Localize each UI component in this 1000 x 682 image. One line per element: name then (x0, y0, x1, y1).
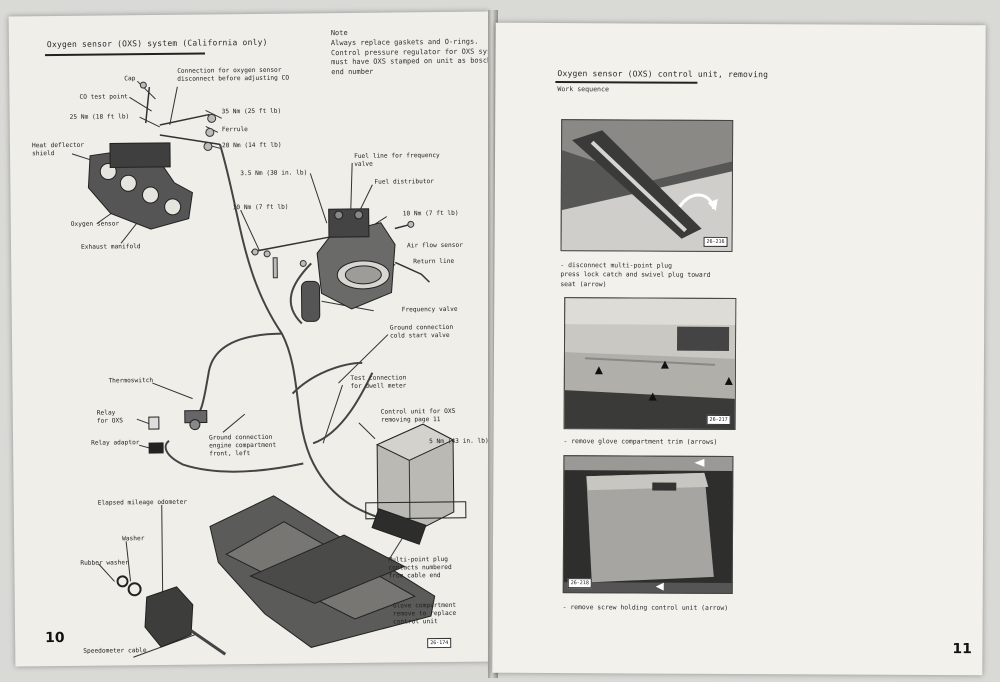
label-heat-deflector-shield: Heat deflector shield (31, 141, 85, 158)
caption-step-2-line-1: - remove glove compartment trim (arrows) (563, 437, 718, 446)
label-torque-35: 35 Nm (25 ft lb) (221, 107, 282, 116)
left-figure-number: 26-174 (427, 637, 452, 649)
label-thermoswitch: Thermoswitch (108, 377, 154, 385)
right-page-number: 11 (952, 641, 972, 658)
label-connection-oxygen-sensor: Connection for oxygen sensor disconnect … (177, 66, 290, 83)
label-control-unit-oxs: Control unit for OXS removing page 11 (380, 407, 456, 424)
caption-step-3: - remove screw holding control unit (arr… (563, 603, 728, 613)
label-air-flow-sensor: Air flow sensor (406, 241, 463, 250)
label-torque-20: 20 Nm (14 ft lb) (221, 141, 282, 150)
label-torque-5: 5 Nm (43 in. lb) (429, 437, 489, 446)
figure-number-step-2: 26-217 (706, 414, 731, 425)
caption-step-1-line-2: press lock catch and swivel plug toward (560, 270, 711, 280)
label-test-connection-dwell: Test connection for dwell meter (350, 374, 407, 390)
label-relay-for-oxs: Relay for OXS (96, 409, 123, 425)
right-page-header: Oxygen sensor (OXS) control unit, removi… (557, 69, 769, 80)
label-fuel-distributor: Fuel distributor (374, 178, 435, 186)
label-frequency-valve: Frequency valve (401, 305, 458, 314)
label-torque-3-5: 3.5 Nm (30 in. lb) (240, 169, 308, 178)
caption-step-2: - remove glove compartment trim (arrows) (563, 437, 717, 447)
label-speedometer-cable: Speedometer cable (83, 647, 147, 655)
caption-step-3-line-1: - remove screw holding control unit (arr… (562, 603, 729, 612)
photo-step-1-illustration (561, 120, 734, 252)
figure-number-step-3: 26-218 (567, 578, 592, 589)
label-torque-10-left: 10 Nm (7 ft lb) (232, 203, 289, 212)
photo-step-3: 26-218 (562, 455, 734, 594)
label-oxygen-sensor: Oxygen sensor (70, 220, 120, 228)
label-torque-25: 25 Nm (18 ft lb) (69, 113, 130, 121)
label-elapsed-mileage-odometer: Elapsed mileage odometer (97, 498, 188, 507)
label-rubber-washer: Rubber washer (80, 559, 129, 567)
label-glove-compartment: Glove compartment remove to replace cont… (392, 601, 457, 626)
right-header-underline (555, 81, 698, 84)
label-multi-point-plug: Multi-point plug contacts numbered from … (388, 555, 452, 580)
label-washer: Washer (122, 535, 145, 543)
label-cap: Cap (124, 75, 136, 83)
photo-step-2: 26-217 (563, 297, 737, 430)
label-exhaust-manifold: Exhaust manifold (80, 243, 141, 251)
photo-step-3-illustration (563, 456, 734, 594)
label-ground-connection-cold-start: Ground connection cold start valve (389, 323, 454, 340)
caption-step-1: - disconnect multi-point plug press lock… (560, 261, 710, 290)
work-sequence-label: Work sequence (557, 85, 609, 94)
label-co-test-point: CO test point (79, 93, 128, 101)
label-ground-connection-engine: Ground connection engine compartment fro… (208, 433, 277, 457)
figure-number-step-1: 26-216 (703, 236, 728, 247)
left-page: Oxygen sensor (OXS) system (California o… (8, 11, 496, 667)
label-ferrule: Ferrule (221, 126, 248, 134)
book-spine (488, 10, 498, 678)
right-page: Oxygen sensor (OXS) control unit, removi… (492, 22, 986, 676)
exploded-view-diagram (71, 80, 467, 658)
photo-step-2-illustration (564, 298, 737, 430)
label-torque-10-right: 10 Nm (7 ft lb) (402, 209, 459, 218)
left-page-number: 10 (45, 629, 65, 647)
label-return-line: Return line (413, 257, 455, 266)
label-relay-adaptor: Relay adaptor (91, 439, 140, 447)
caption-step-1-line-3: seat (arrow) (560, 279, 607, 288)
photo-step-1: 26-216 (560, 119, 734, 252)
label-fuel-line-frequency-valve: Fuel line for frequency valve (354, 152, 440, 168)
